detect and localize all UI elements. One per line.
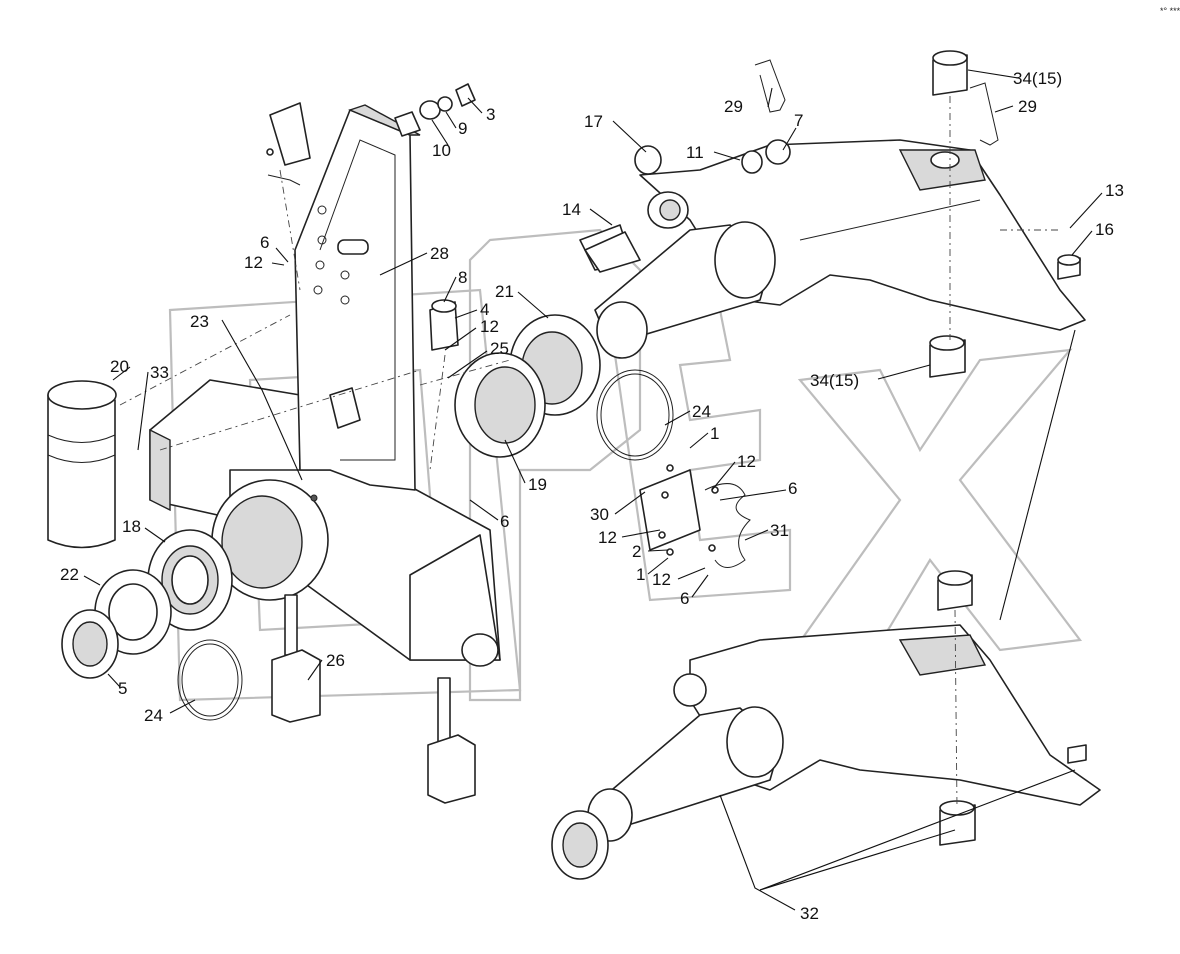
bushing-part-34-lower [929,335,966,378]
callout-9: 9 [458,119,467,138]
callout-17: 17 [584,112,603,131]
callout-31: 31 [770,521,789,540]
callout-1-top: 1 [710,424,719,443]
callout-30: 30 [590,505,609,524]
cylinder-part-20 [47,380,117,549]
callout-2: 2 [632,542,641,561]
callout-19: 19 [528,475,547,494]
callout-1-bottom: 1 [636,565,645,584]
tie-rod-end-part-26 [271,594,476,804]
nut-part-5 [61,609,119,679]
sensor-plate-part-30 [639,464,751,568]
center-lines [119,96,1060,809]
bracket-part-28 [294,104,421,502]
callout-24-center: 24 [692,402,711,421]
callout-14: 14 [562,200,581,219]
callout-20: 20 [110,357,129,376]
callout-34-15-top: 34(15) [1013,69,1062,88]
callout-13: 13 [1105,181,1124,200]
callout-5: 5 [118,679,127,698]
corner-mark: *° *** [1160,6,1180,16]
callout-25: 25 [490,339,509,358]
callout-33: 33 [150,363,169,382]
callout-22: 22 [60,565,79,584]
callout-4: 4 [480,300,489,319]
callout-29-left: 29 [724,97,743,116]
axle-beam-part-23 [149,379,501,667]
callout-12-right: 12 [737,452,756,471]
oring-part-24-left [177,639,243,721]
callout-7: 7 [794,111,803,130]
callout-16: 16 [1095,220,1114,239]
kingpin-washers-part-3-9-10 [394,83,476,137]
callout-10: 10 [432,141,451,160]
callout-8: 8 [458,268,467,287]
callout-12-top: 12 [244,253,263,272]
callout-12-lower-b: 12 [652,570,671,589]
leader-lines [83,69,1103,911]
nut-part-32 [551,810,609,880]
callout-6-mid: 6 [500,512,509,531]
callout-28: 28 [430,244,449,263]
callout-26: 26 [326,651,345,670]
callout-18: 18 [122,517,141,536]
callout-6-bottom: 6 [680,589,689,608]
bushing-part-34-bottom-lower [939,744,1087,846]
bushing-part-34-upper [932,50,968,96]
sensor-part-8 [429,299,459,351]
bearing-part-19 [454,352,546,458]
steering-knuckle-upper [579,139,1086,359]
callout-32: 32 [800,904,819,923]
callout-3: 3 [486,105,495,124]
bushing-part-34-bottom-upper [937,570,973,611]
callout-23: 23 [190,312,209,331]
callout-6-right: 6 [788,479,797,498]
steering-knuckle-lower [587,624,1101,842]
callout-21: 21 [495,282,514,301]
callout-6-top: 6 [260,233,269,252]
oring-part-24-center [596,369,674,461]
callout-labels: 3 9 10 29 7 34(15) 29 17 11 14 13 16 6 1… [60,69,1124,923]
callout-12-lower-a: 12 [598,528,617,547]
callout-11: 11 [686,143,704,162]
cap-part-left [266,102,311,186]
callout-29-right: 29 [1018,97,1037,116]
callout-12-mid: 12 [480,317,499,336]
callout-34-15-mid: 34(15) [810,371,859,390]
washer-part-7-11-17 [584,139,791,273]
callout-24-left: 24 [144,706,163,725]
pin-part-16 [1057,254,1081,280]
